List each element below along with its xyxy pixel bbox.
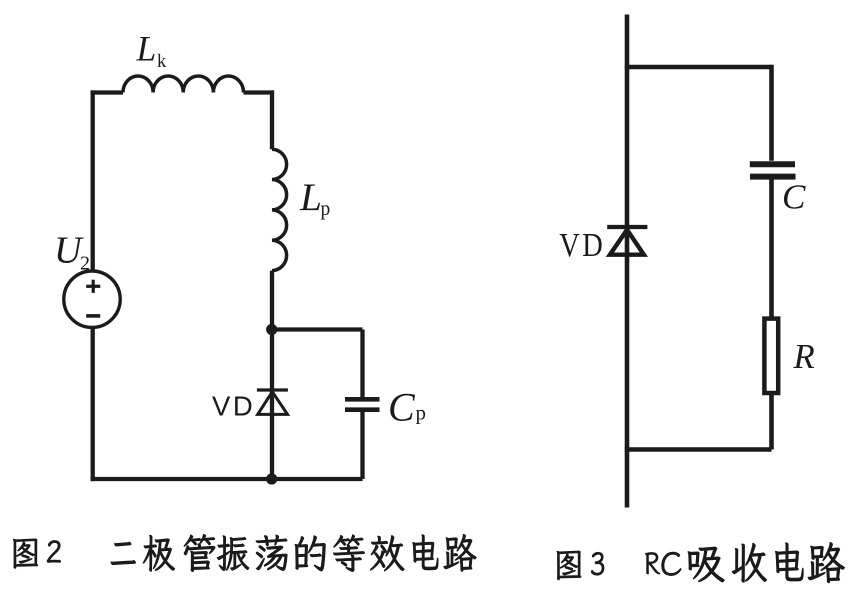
- svg-text:p: p: [321, 199, 331, 220]
- svg-text:C: C: [782, 178, 806, 217]
- svg-text:C: C: [388, 385, 416, 430]
- svg-text:U: U: [54, 230, 84, 272]
- svg-text:L: L: [136, 29, 157, 69]
- svg-text:L: L: [299, 175, 322, 219]
- svg-text:2: 2: [80, 252, 90, 274]
- svg-text:VD: VD: [212, 390, 255, 421]
- svg-text:R: R: [793, 337, 815, 376]
- svg-text:p: p: [416, 401, 427, 425]
- svg-text:k: k: [157, 52, 167, 72]
- svg-text:VD: VD: [559, 226, 605, 264]
